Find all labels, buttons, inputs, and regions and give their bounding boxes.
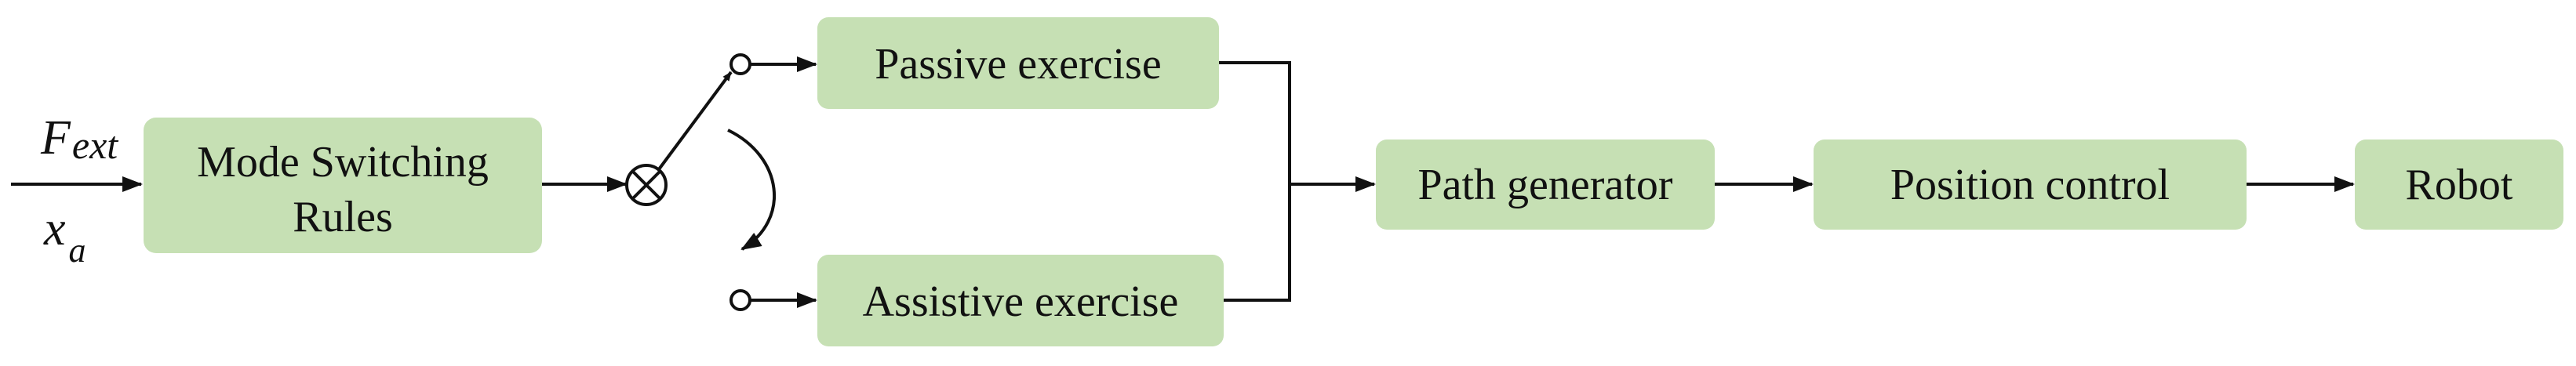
robot-block: Robot bbox=[2355, 140, 2563, 230]
position-symbol: x bbox=[43, 202, 66, 255]
svg-text:xa: xa bbox=[43, 202, 86, 270]
svg-text:Fext: Fext bbox=[40, 111, 118, 167]
assistive-exercise-label: Assistive exercise bbox=[863, 277, 1179, 326]
switch-symbol bbox=[625, 164, 668, 206]
assistive-exercise-block: Assistive exercise bbox=[817, 255, 1224, 346]
switching-curve-arrow bbox=[727, 129, 777, 251]
input-position-label: xa bbox=[43, 202, 86, 270]
position-control-label: Position control bbox=[1890, 161, 2170, 209]
path-generator-label: Path generator bbox=[1418, 161, 1673, 209]
force-symbol: F bbox=[40, 111, 71, 165]
mode-switching-label-line1: Mode Switching bbox=[197, 138, 489, 187]
passive-contact bbox=[730, 53, 751, 75]
input-force-label: Fext bbox=[40, 111, 118, 167]
mode-switching-label-line2: Rules bbox=[293, 193, 393, 241]
path-generator-block: Path generator bbox=[1376, 140, 1715, 230]
mode-switching-rules-block: Mode Switching Rules bbox=[144, 118, 542, 253]
position-subscript: a bbox=[69, 231, 86, 270]
position-control-block: Position control bbox=[1814, 140, 2247, 230]
switch-arm bbox=[657, 71, 733, 171]
passive-exercise-label: Passive exercise bbox=[875, 40, 1161, 89]
passive-output-line bbox=[1219, 61, 1291, 302]
force-subscript: ext bbox=[72, 123, 118, 167]
passive-exercise-block: Passive exercise bbox=[817, 17, 1219, 109]
assistive-contact bbox=[730, 289, 751, 311]
robot-label: Robot bbox=[2406, 161, 2513, 209]
